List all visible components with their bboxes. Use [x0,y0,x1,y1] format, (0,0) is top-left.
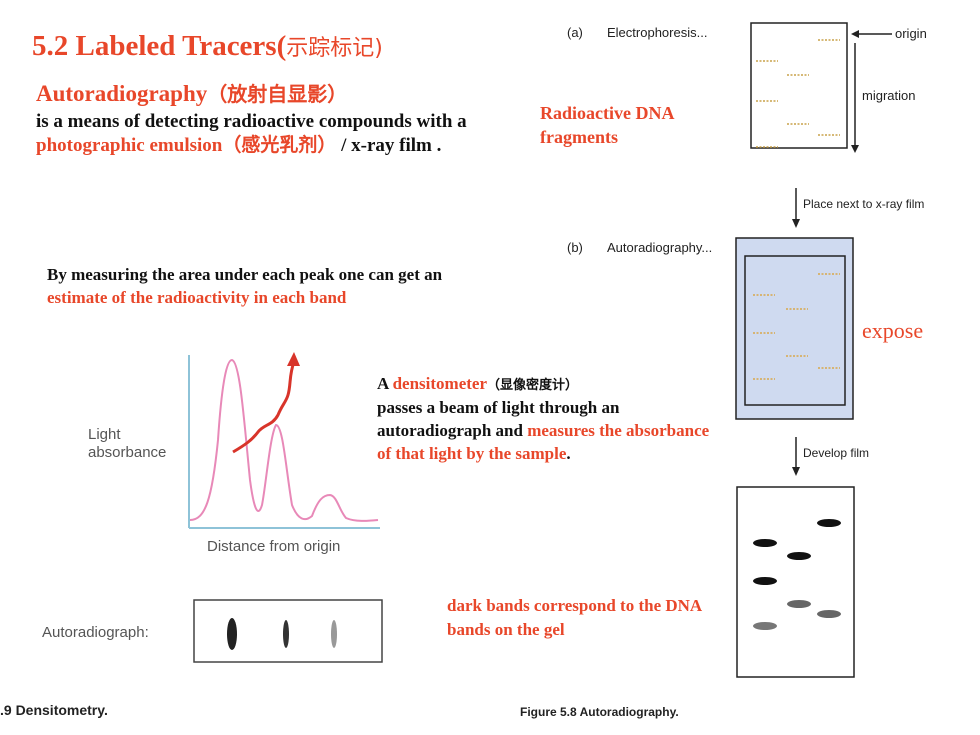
definition-text-1: is a means of detecting radioactive comp… [36,111,467,132]
develop-film-label: Develop film [803,446,870,460]
autoradiography-heading-cn: （放射自显影） [207,84,348,106]
xlabel: Distance from origin [207,538,341,555]
autoradiography-title: Autoradiography... [607,240,713,255]
title-main: 5.2 Labeled Tracers( [32,30,287,62]
graph-axes [188,355,380,529]
densitometer-paragraph: A densitometer（显像密度计） passes a beam of li… [377,372,717,465]
autoradiography-heading-text: Autoradiography [36,81,208,106]
ylabel-line-1: Light [88,426,121,443]
autoradiography-heading: Autoradiography（放射自显影） [36,78,347,107]
densitometer-term: densitometer [392,374,488,393]
densitometer-term-cn: （显像密度计） [487,377,579,392]
definition-highlight: photographic emulsion（感光乳剂） [36,135,337,156]
measure-text-1: By measuring the area under each peak on… [47,265,443,284]
hand-drawn-arrow [232,352,300,454]
densitometer-prefix: A [377,374,393,393]
expose-label: expose [862,318,924,343]
autoradiograph-strip [193,599,383,663]
measure-highlight: estimate of the radioactivity in each ba… [47,288,347,307]
densitometer-suffix: . [566,444,571,463]
radioactive-fragments-label: Radioactive DNA fragments [540,103,674,147]
definition-text-2: / x-ray film . [336,135,442,156]
ylabel-line-2: absorbance [88,444,167,461]
figure-caption-left: .9 Densitometry. [0,702,108,718]
migration-label: migration [862,88,916,103]
xray-film [735,237,854,420]
slide-title: 5.2 Labeled Tracers(示踪标记) [32,30,383,63]
densitometer-highlight: measures the absorbance of that light by… [377,421,710,463]
autoradiograph-label: Autoradiograph: [42,624,149,641]
absorbance-curve [189,358,379,522]
developed-film [736,486,855,678]
label-a: (a) [567,25,583,40]
densitometer-text-1: passes a beam of light through an autora… [377,398,620,440]
place-next-label: Place next to x-ray film [803,197,925,211]
autoradiography-definition: is a means of detecting radioactive comp… [36,110,486,158]
measure-paragraph: By measuring the area under each peak on… [47,263,467,309]
down-arrow-develop [792,437,800,476]
origin-label: origin [895,26,927,41]
label-b: (b) [567,240,583,255]
dark-bands-note: dark bands correspond to the DNA bands o… [447,596,702,639]
electrophoresis-title: Electrophoresis... [607,25,708,40]
figure-caption-right: Figure 5.8 Autoradiography. [520,705,679,719]
title-cn: 示踪标记) [286,36,383,61]
electrophoresis-gel [750,22,892,153]
down-arrow-place [792,188,800,228]
